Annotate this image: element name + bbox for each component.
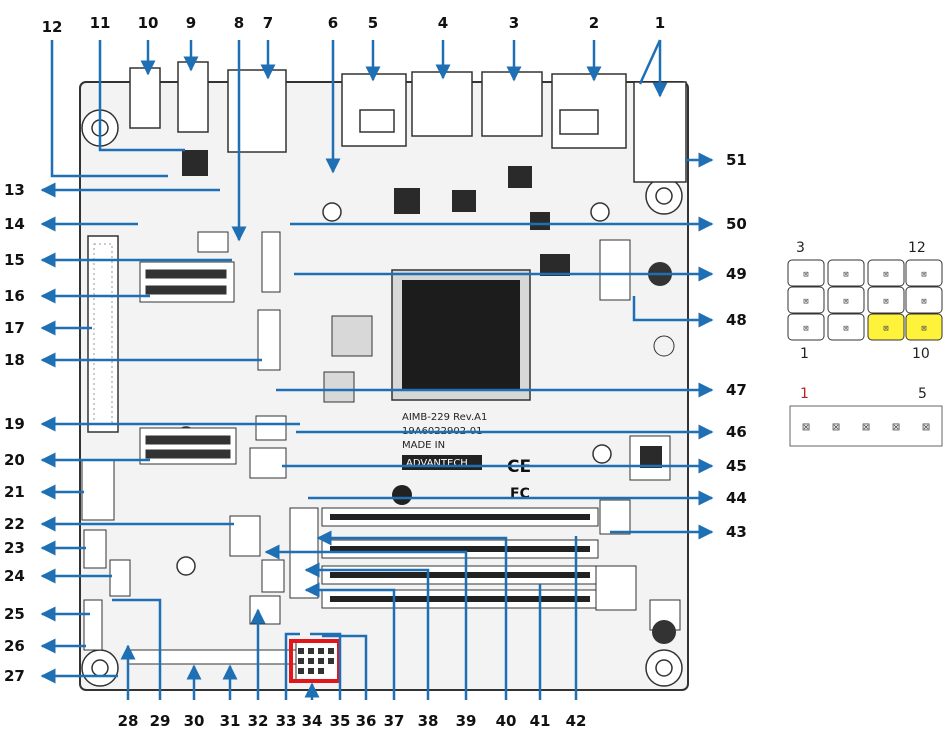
callout-37: 37 — [384, 712, 405, 730]
pin-marker-icon: ⊠ — [803, 270, 808, 280]
callout-51: 51 — [726, 151, 747, 169]
callout-9: 9 — [186, 14, 196, 32]
callout-22: 22 — [4, 515, 25, 533]
callout-31: 31 — [220, 712, 241, 730]
callout-6: 6 — [328, 14, 338, 32]
callout-2: 2 — [589, 14, 599, 32]
pin-marker-icon: ⊠ — [883, 324, 888, 334]
callout-48: 48 — [726, 311, 747, 329]
callout-45: 45 — [726, 457, 747, 475]
fcc-mark: FC — [510, 486, 530, 502]
callout-16: 16 — [4, 287, 25, 305]
pinout-12-inset: 3 12 ⊠ ⊠ ⊠ ⊠ ⊠ ⊠ ⊠ ⊠ ⊠ ⊠ ⊠ ⊠ 1 10 — [787, 240, 943, 362]
callout-34: 34 — [302, 712, 323, 730]
callout-27: 27 — [4, 667, 25, 685]
callout-21: 21 — [4, 483, 25, 501]
pinout-5-inset: 1 5 ⊠ ⊠ ⊠ ⊠ ⊠ — [789, 386, 943, 447]
callout-19: 19 — [4, 415, 25, 433]
callout-13: 13 — [4, 181, 25, 199]
pin-marker-icon: ⊠ — [883, 270, 888, 280]
callout-3: 3 — [509, 14, 519, 32]
pin-marker-icon: ⊠ — [802, 420, 810, 435]
pin-marker-icon: ⊠ — [921, 270, 926, 280]
pin-marker-icon: ⊠ — [883, 297, 888, 307]
chip-line1: AIMB-229 Rev.A1 — [402, 412, 487, 423]
pin12-label-bottom-left: 1 — [800, 346, 809, 362]
callout-12: 12 — [42, 18, 63, 36]
pin-marker-icon: ⊠ — [922, 420, 930, 435]
pin-marker-icon: ⊠ — [921, 324, 926, 334]
callout-10: 10 — [138, 14, 159, 32]
pin-marker-icon: ⊠ — [803, 297, 808, 307]
callout-41: 41 — [530, 712, 551, 730]
cpu-die — [402, 280, 520, 390]
callout-32: 32 — [248, 712, 269, 730]
pin-marker-icon: ⊠ — [862, 420, 870, 435]
callout-42: 42 — [566, 712, 587, 730]
callout-29: 29 — [150, 712, 171, 730]
callout-15: 15 — [4, 251, 25, 269]
callout-numbers-bottom: 28 29 30 31 32 33 34 35 36 37 38 39 40 4… — [118, 712, 587, 730]
callout-numbers-left: 13 14 15 16 17 18 19 20 21 22 23 24 25 2… — [4, 181, 25, 685]
callout-23: 23 — [4, 539, 25, 557]
callout-36: 36 — [356, 712, 377, 730]
memory-slots — [321, 507, 599, 609]
pin-marker-icon: ⊠ — [843, 324, 848, 334]
callout-20: 20 — [4, 451, 25, 469]
pin-marker-icon: ⊠ — [921, 297, 926, 307]
callout-30: 30 — [184, 712, 205, 730]
pin12-label-top-left: 3 — [796, 240, 805, 256]
pin-marker-icon: ⊠ — [832, 420, 840, 435]
pin12-label-top-right: 12 — [908, 240, 926, 256]
callout-28: 28 — [118, 712, 139, 730]
expansion-header — [87, 235, 119, 433]
board: AIMB-229 Rev.A1 19A6022902-01 MADE IN AD… — [79, 61, 689, 691]
callout-47: 47 — [726, 381, 747, 399]
callout-7: 7 — [263, 14, 273, 32]
callout-40: 40 — [496, 712, 517, 730]
callout-5: 5 — [368, 14, 378, 32]
pin12-label-bottom-right: 10 — [912, 346, 930, 362]
callout-24: 24 — [4, 567, 25, 585]
callout-39: 39 — [456, 712, 477, 730]
callout-18: 18 — [4, 351, 25, 369]
callout-14: 14 — [4, 215, 25, 233]
pin-marker-icon: ⊠ — [843, 270, 848, 280]
pin-marker-icon: ⊠ — [892, 420, 900, 435]
callout-numbers-right: 43 44 45 46 47 48 49 50 51 — [726, 151, 747, 541]
callout-1: 1 — [655, 14, 665, 32]
callout-38: 38 — [418, 712, 439, 730]
callout-35: 35 — [330, 712, 351, 730]
callout-25: 25 — [4, 605, 25, 623]
callout-33: 33 — [276, 712, 297, 730]
chip-line3: MADE IN — [402, 440, 445, 451]
callout-50: 50 — [726, 215, 747, 233]
callout-numbers-top: 1 2 3 4 5 6 7 8 9 10 11 12 — [42, 14, 666, 36]
callout-26: 26 — [4, 637, 25, 655]
small-chips — [182, 150, 676, 644]
callout-44: 44 — [726, 489, 747, 507]
pin5-label-right: 5 — [918, 386, 927, 402]
m2-slots — [139, 261, 237, 465]
callout-17: 17 — [4, 319, 25, 337]
callout-43: 43 — [726, 523, 747, 541]
rear-io — [129, 61, 687, 183]
brand-logo: ADVANTECH — [406, 458, 468, 469]
pin-marker-icon: ⊠ — [803, 324, 808, 334]
callout-8: 8 — [234, 14, 244, 32]
callout-4: 4 — [438, 14, 448, 32]
pin-marker-icon: ⊠ — [843, 297, 848, 307]
pin5-label-left: 1 — [800, 386, 809, 402]
callout-leaders — [40, 39, 714, 700]
callout-11: 11 — [90, 14, 111, 32]
callout-49: 49 — [726, 265, 747, 283]
callout-46: 46 — [726, 423, 747, 441]
